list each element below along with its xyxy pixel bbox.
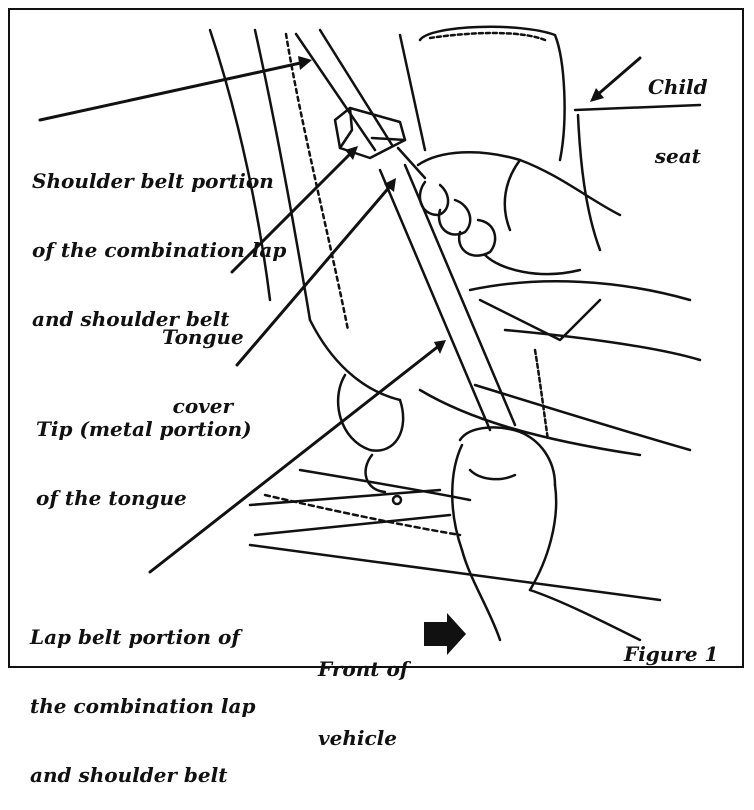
leader-arrowheads: [298, 56, 604, 354]
tongue-tip-label: Tip (metal portion) of the tongue: [36, 417, 252, 510]
arrowhead-tongue-cover: [345, 146, 358, 160]
leader-child-seat: [594, 56, 642, 98]
right-arrow-icon: [424, 613, 466, 655]
figure-caption: Figure 1: [624, 642, 719, 666]
leader-lap-belt: [148, 343, 442, 574]
upper-hand: [416, 150, 622, 276]
front-of-vehicle-label: Front of vehicle: [318, 657, 409, 750]
arrowhead-lap-belt: [434, 340, 446, 354]
latch-tongue: [333, 106, 427, 180]
lap-belt: [248, 468, 662, 602]
arrowhead-tongue-tip: [384, 178, 396, 192]
leader-shoulder-belt: [38, 60, 307, 122]
leader-tongue-cover: [230, 150, 354, 274]
arrowhead-child-seat: [590, 88, 604, 102]
leader-lines: [38, 56, 642, 574]
lap-belt-label: Lap belt portion of the combination lap …: [30, 625, 256, 787]
arrowhead-shoulder-belt: [298, 56, 312, 70]
shoulder-belt-strap: [294, 28, 517, 432]
seat-belt-illustration: [38, 25, 702, 655]
child-seat: [418, 25, 702, 457]
leader-tongue-tip: [235, 182, 394, 367]
child-seat-label: Child seat: [648, 75, 708, 168]
lower-hand: [451, 426, 642, 642]
tongue-cover-label: Tongue cover: [162, 325, 244, 418]
shoulder-belt-label: Shoulder belt portion of the combination…: [32, 169, 287, 331]
vehicle-seat: [208, 28, 405, 494]
